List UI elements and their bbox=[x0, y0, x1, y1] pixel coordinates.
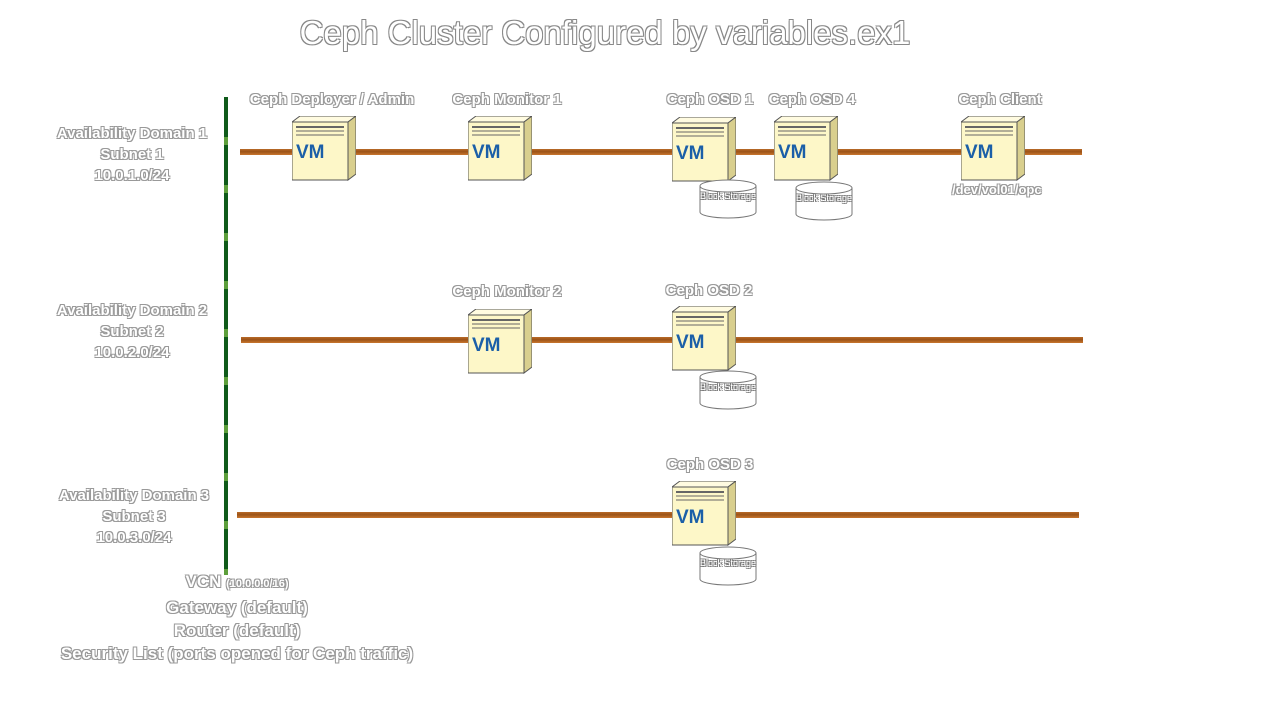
ad-1-subnet: Subnet 1 bbox=[100, 146, 164, 163]
block-storage-label: Block Storage bbox=[699, 191, 757, 201]
ad-3-name: Availability Domain 3 bbox=[58, 487, 210, 504]
subnet-3-line bbox=[237, 512, 1079, 518]
vm-label: VM bbox=[965, 142, 994, 163]
vm-label: VM bbox=[676, 507, 705, 528]
client-label: Ceph Client bbox=[958, 91, 1042, 108]
vm-label: VM bbox=[778, 142, 807, 163]
vm-server-icon: VM bbox=[961, 116, 1025, 182]
ad-3-label: Availability Domain 3 Subnet 3 10.0.3.0/… bbox=[24, 485, 244, 548]
vcn-cidr: (10.0.0.0/16) bbox=[226, 578, 289, 590]
ad-3-cidr: 10.0.3.0/24 bbox=[96, 529, 172, 546]
vm-server-icon: VM bbox=[292, 116, 356, 182]
vm-server-icon: VM bbox=[774, 116, 838, 182]
osd-1-label: Ceph OSD 1 bbox=[666, 91, 754, 108]
ad-2-name: Availability Domain 2 bbox=[56, 302, 208, 319]
block-storage-icon: Block Storage bbox=[795, 180, 853, 222]
vcn-gateway: Gateway (default) bbox=[166, 598, 308, 617]
vm-label: VM bbox=[472, 335, 501, 356]
ad-2-subnet: Subnet 2 bbox=[100, 323, 164, 340]
ad-2-label: Availability Domain 2 Subnet 2 10.0.2.0/… bbox=[22, 300, 242, 363]
vcn-router: Router (default) bbox=[173, 621, 301, 640]
vm-server-icon: VM bbox=[672, 306, 736, 372]
vm-server-icon: VM bbox=[672, 117, 736, 183]
block-storage-label: Block Storage bbox=[699, 558, 757, 568]
deployer-label: Ceph Deployer / Admin bbox=[249, 91, 415, 108]
vm-label: VM bbox=[472, 142, 501, 163]
osd-4-label: Ceph OSD 4 bbox=[768, 91, 856, 108]
ad-2-cidr: 10.0.2.0/24 bbox=[94, 344, 170, 361]
diagram-title: Ceph Cluster Configured by variables.ex1 bbox=[299, 14, 911, 51]
vcn-security-list: Security List (ports opened for Ceph tra… bbox=[60, 644, 414, 663]
ad-1-label: Availability Domain 1 Subnet 1 10.0.1.0/… bbox=[22, 123, 242, 186]
block-storage-icon: Block Storage bbox=[699, 369, 757, 411]
ad-1-name: Availability Domain 1 bbox=[56, 125, 208, 142]
vm-label: VM bbox=[296, 142, 325, 163]
block-storage-icon: Block Storage bbox=[699, 178, 757, 220]
client-path-label: /dev/vol01/opc bbox=[952, 182, 1042, 197]
osd-3-label: Ceph OSD 3 bbox=[666, 456, 754, 473]
subnet-2-line bbox=[241, 337, 1083, 343]
ad-3-subnet: Subnet 3 bbox=[102, 508, 166, 525]
vcn-info: VCN (10.0.0.0/16) Gateway (default) Rout… bbox=[37, 570, 437, 665]
monitor-2-label: Ceph Monitor 2 bbox=[452, 283, 562, 300]
vm-server-icon: VM bbox=[468, 309, 532, 375]
block-storage-label: Block Storage bbox=[795, 193, 853, 203]
ad-1-cidr: 10.0.1.0/24 bbox=[94, 167, 170, 184]
block-storage-label: Block Storage bbox=[699, 382, 757, 392]
monitor-1-label: Ceph Monitor 1 bbox=[452, 91, 562, 108]
vcn-title-row: VCN (10.0.0.0/16) bbox=[37, 570, 437, 596]
osd-2-label: Ceph OSD 2 bbox=[665, 282, 753, 299]
vm-label: VM bbox=[676, 332, 705, 353]
block-storage-icon: Block Storage bbox=[699, 545, 757, 587]
vcn-line bbox=[224, 97, 228, 575]
vm-server-icon: VM bbox=[672, 481, 736, 547]
vm-label: VM bbox=[676, 143, 705, 164]
vm-server-icon: VM bbox=[468, 116, 532, 182]
subnet-1-line bbox=[240, 149, 1082, 155]
vcn-name: VCN bbox=[185, 572, 222, 591]
